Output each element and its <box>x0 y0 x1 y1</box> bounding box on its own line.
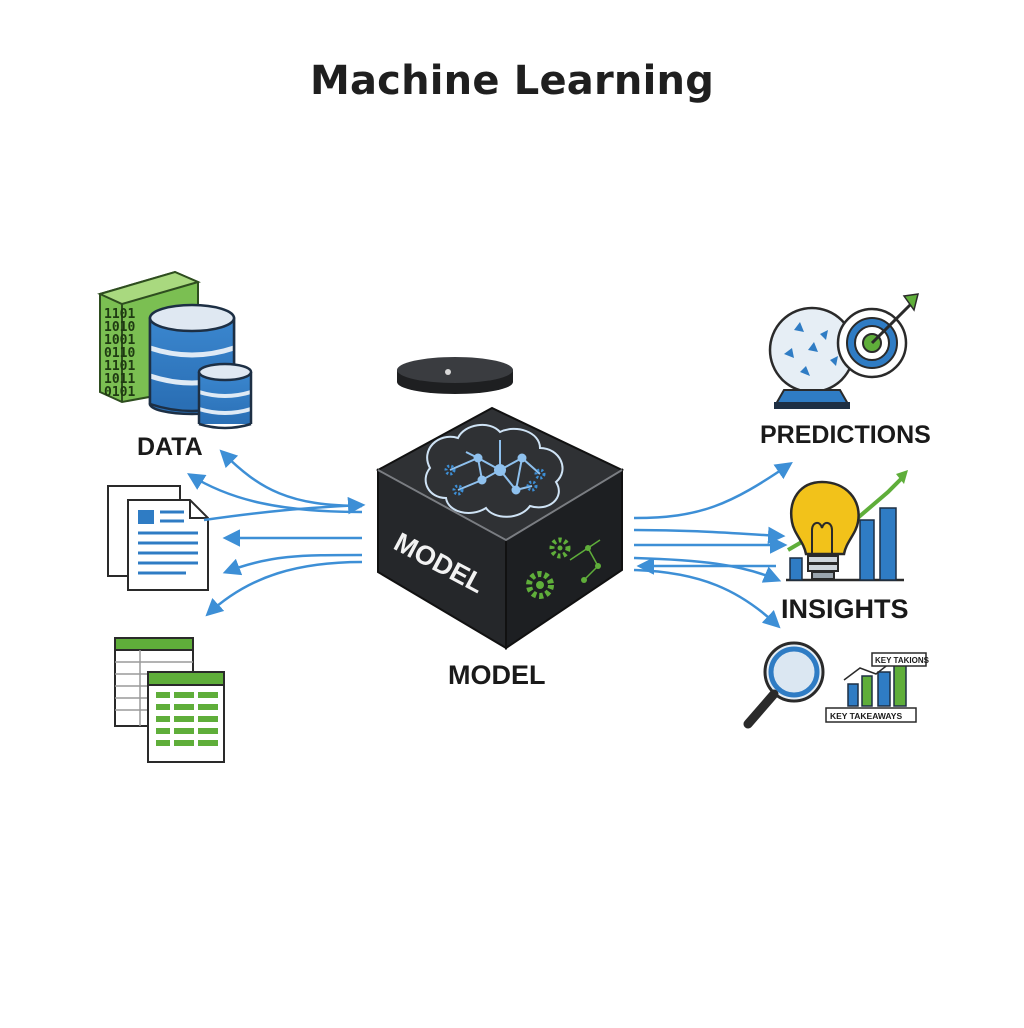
neural-network-icon <box>424 423 564 518</box>
output-arrows <box>633 462 793 629</box>
document-icon <box>107 485 209 591</box>
key-bottom-badge: KEY TAKEAWAYS <box>830 711 902 721</box>
magnifier-icon <box>743 641 825 729</box>
input-arrows <box>187 449 366 617</box>
binary-row: 1101 <box>104 307 135 322</box>
binary-row: 0101 <box>104 385 135 400</box>
binary-row: 1011 <box>104 372 135 387</box>
model-cube-icon: MODEL <box>375 406 625 650</box>
gears-icon <box>526 537 601 599</box>
target-icon <box>836 293 919 379</box>
lid-icon <box>397 357 513 394</box>
crystal-ball-icon <box>768 306 856 409</box>
binary-row: 1010 <box>104 320 135 335</box>
insights-label: INSIGHTS <box>781 594 909 624</box>
key-top-badge: KEY TAKIONS <box>875 656 930 665</box>
spreadsheet-icon <box>114 637 225 763</box>
model-label: MODEL <box>448 660 546 690</box>
lightbulb-icon <box>790 480 860 580</box>
binary-row: 1001 <box>104 333 135 348</box>
database-icon <box>148 303 253 430</box>
data-label: DATA <box>137 433 203 461</box>
binary-row: 0110 <box>104 346 135 361</box>
binary-row: 1101 <box>104 359 135 374</box>
takeaways-chart-icon: KEY TAKIONS KEY TAKEAWAYS <box>825 652 930 723</box>
page-title: Machine Learning <box>309 58 715 104</box>
predictions-label: PREDICTIONS <box>760 421 931 449</box>
